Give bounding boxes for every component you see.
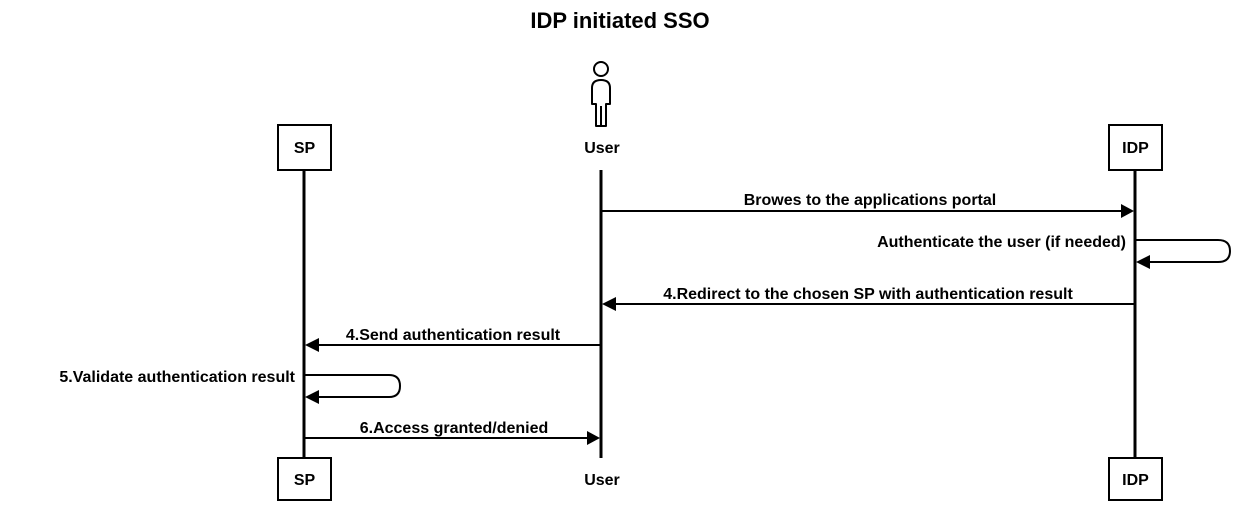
message-1: Browes to the applications portal <box>601 192 1134 218</box>
arrowhead <box>587 431 600 445</box>
message-4: 4.Send authentication result <box>305 327 601 352</box>
actor-icon <box>591 61 611 127</box>
participant-user-label: User <box>584 472 620 489</box>
participant-sp-bottom: SP <box>277 457 332 501</box>
message-3: 4.Redirect to the chosen SP with authent… <box>602 286 1135 311</box>
arrowhead <box>602 297 616 311</box>
actor-user-top: User <box>584 61 620 157</box>
message-2: Authenticate the user (if needed) <box>877 234 1232 269</box>
arrowhead <box>305 390 319 404</box>
participant-idp-top: IDP <box>1108 124 1163 171</box>
arrowhead <box>1136 255 1150 269</box>
message-6: 6.Access granted/denied <box>304 420 600 445</box>
participant-user-label: User <box>584 140 620 157</box>
participant-sp-label: SP <box>294 140 316 157</box>
message-label: 4.Send authentication result <box>346 327 561 344</box>
arrowhead <box>305 338 319 352</box>
message-label: 5.Validate authentication result <box>59 369 295 386</box>
message-label: 4.Redirect to the chosen SP with authent… <box>663 286 1073 303</box>
message-5: 5.Validate authentication result <box>59 369 402 404</box>
diagram-title: IDP initiated SSO <box>530 8 709 33</box>
arrowhead <box>1121 204 1134 218</box>
message-label: Authenticate the user (if needed) <box>877 234 1126 251</box>
participant-user-bottom: User <box>584 472 620 489</box>
message-label: 6.Access granted/denied <box>360 420 549 437</box>
participant-idp-bottom: IDP <box>1108 457 1163 501</box>
participant-sp-label: SP <box>294 472 316 489</box>
participant-idp-label: IDP <box>1122 140 1149 157</box>
participant-sp-top: SP <box>277 124 332 171</box>
participant-idp-label: IDP <box>1122 472 1149 489</box>
message-label: Browes to the applications portal <box>744 192 996 209</box>
